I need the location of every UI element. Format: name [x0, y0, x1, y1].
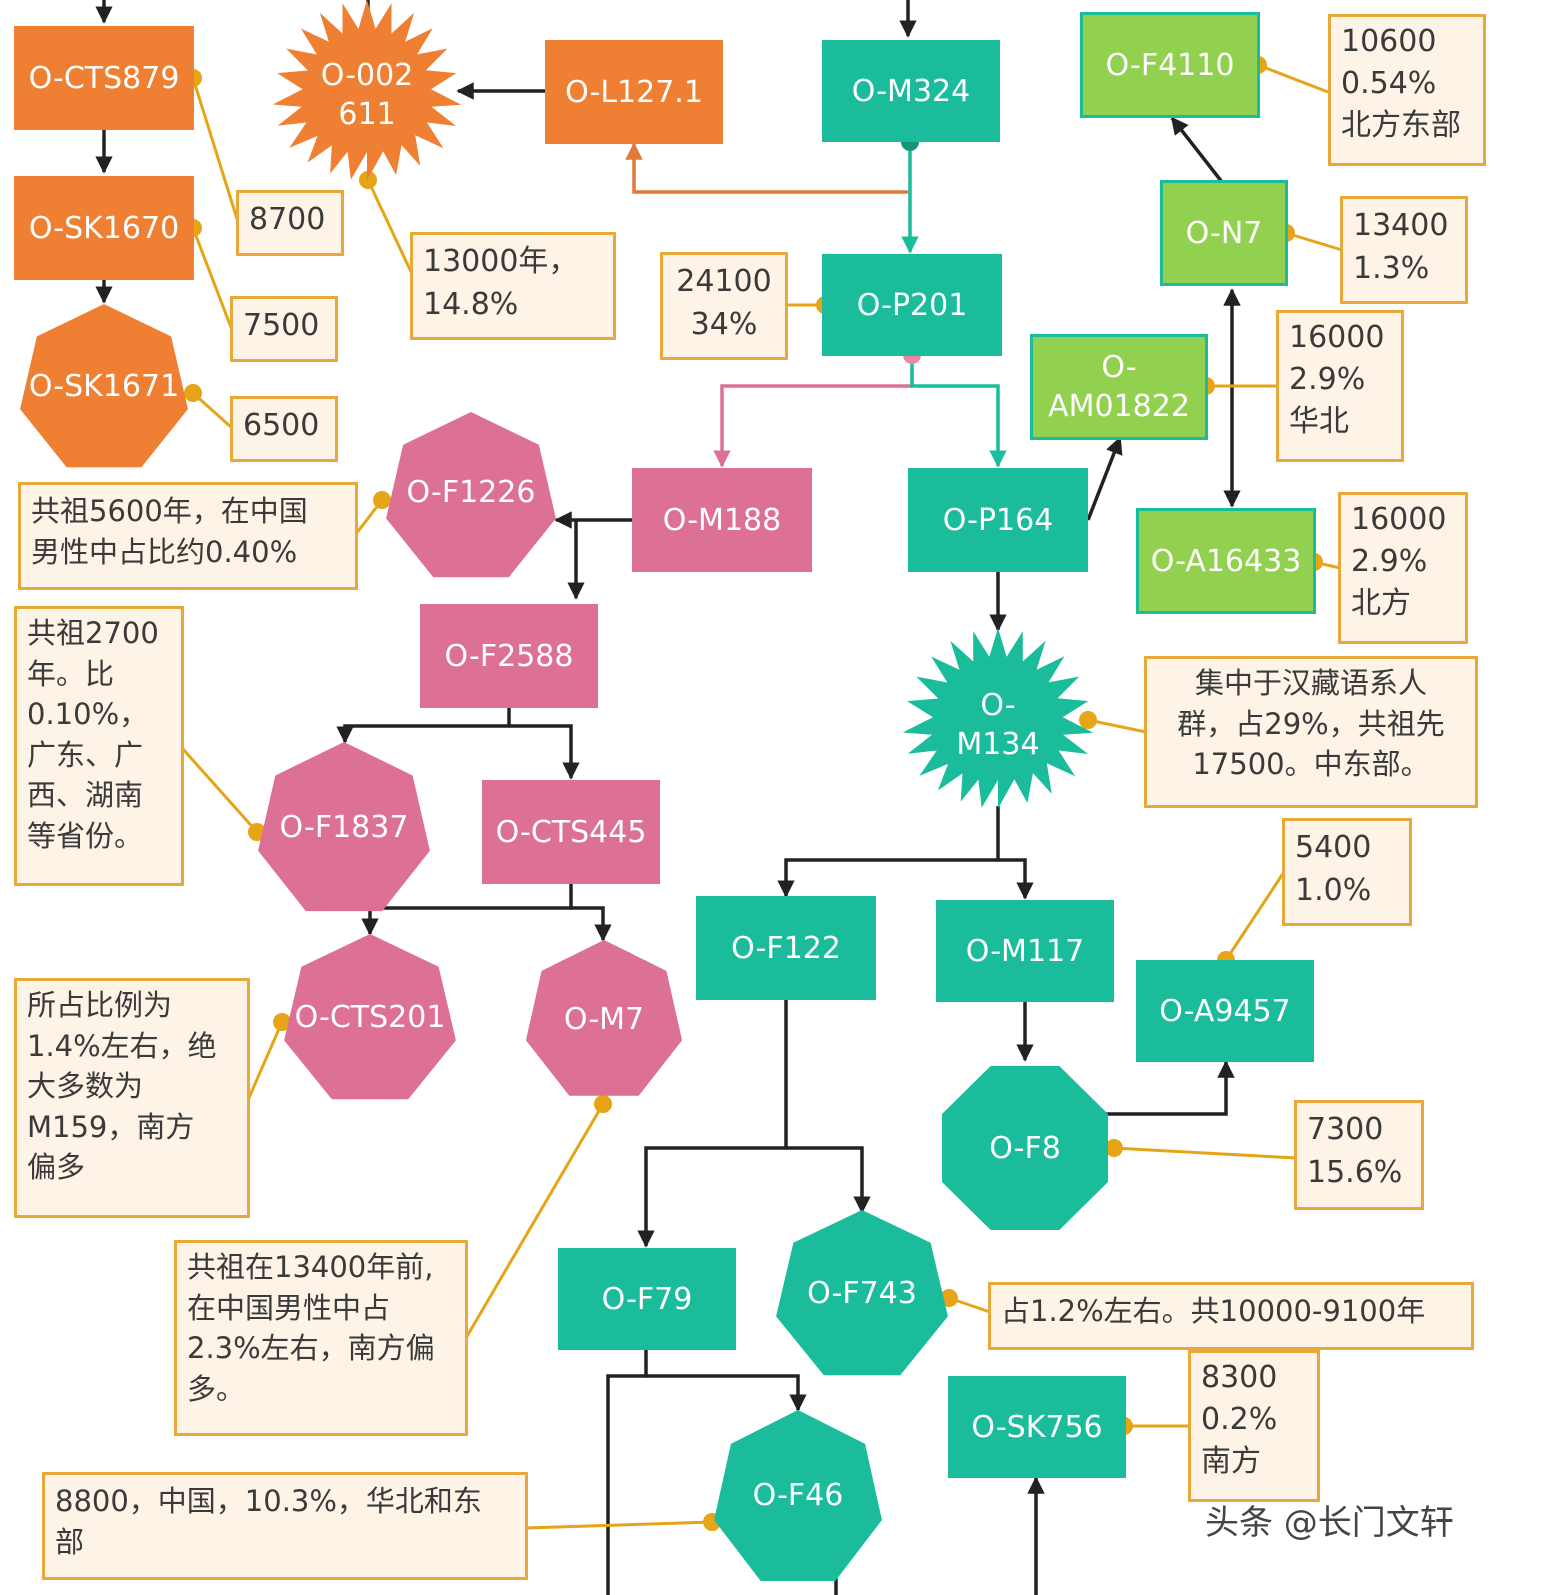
edge-f79-f46 — [646, 1374, 807, 1412]
edge-p201-m188 — [713, 384, 912, 468]
node-o-m7[interactable]: O-M7 — [525, 940, 683, 1096]
node-o-n7[interactable]: O-N7 — [1160, 180, 1288, 286]
node-o-f8[interactable]: O-F8 — [942, 1066, 1108, 1230]
callout-line-cts879 — [191, 77, 240, 223]
edge-p201-p164 — [910, 356, 1007, 468]
node-o-a9457[interactable]: O-A9457 — [1136, 960, 1314, 1062]
note-o-f4110: 10600 0.54% 北方东部 — [1328, 14, 1486, 166]
note-o-am01822: 16000 2.9% 华北 — [1276, 310, 1404, 462]
note-o-m134: 集中于汉藏语系人 群，占29%，共祖先 17500。中东部。 — [1144, 656, 1478, 808]
edge-f2588-cts445 — [509, 724, 580, 780]
callout-line-cts201 — [246, 1021, 284, 1101]
note-o-sk1670: 7500 — [230, 296, 338, 362]
node-o-p201[interactable]: O-P201 — [822, 254, 1002, 356]
callout-line-f46 — [525, 1520, 713, 1530]
edge-cts445-cts201 — [361, 882, 573, 936]
dot-f1226 — [373, 491, 391, 509]
node-o-cts445[interactable]: O-CTS445 — [482, 780, 660, 884]
edge-f8-a9457 — [1104, 1060, 1235, 1116]
edge-n7-f4110 — [1170, 116, 1224, 184]
node-o-sk1671[interactable]: O-SK1671 — [20, 304, 188, 468]
dot-cts201 — [273, 1013, 291, 1031]
tree-edges — [95, 0, 1241, 1595]
node-o-f46[interactable]: O-F46 — [714, 1410, 882, 1581]
note-o-a16433: 16000 2.9% 北方 — [1338, 492, 1468, 644]
node-o-sk756[interactable]: O-SK756 — [948, 1376, 1126, 1478]
callout-line-m7 — [464, 1103, 605, 1339]
note-o-f8: 7300 15.6% — [1294, 1100, 1424, 1210]
dot-m7 — [594, 1095, 612, 1113]
node-o-l1271[interactable]: O-L127.1 — [545, 40, 723, 144]
node-o-sk1670[interactable]: O-SK1670 — [14, 176, 194, 280]
note-o-f743: 占1.2%左右。共10000-9100年 — [988, 1282, 1474, 1350]
callout-line-f4110 — [1257, 63, 1329, 94]
note-o-a9457: 5400 1.0% — [1282, 818, 1412, 926]
edge-f79-down — [606, 1350, 648, 1595]
note-o-sk1671: 6500 — [230, 396, 338, 462]
dot-m134 — [1079, 711, 1097, 729]
watermark: 头条 @长门文轩 — [1205, 1503, 1454, 1543]
edge-f2588-f1837 — [336, 706, 511, 744]
callout-line-sk1670 — [191, 227, 234, 331]
note-o-cts201: 所占比例为 1.4%左右，绝 大多数为 M159，南方 偏多 — [14, 978, 250, 1218]
note-o-f1226: 共祖5600年，在中国 男性中占比约0.40% — [18, 482, 358, 590]
node-o-m117[interactable]: O-M117 — [936, 900, 1114, 1002]
edge-m134-f122 — [777, 806, 1000, 898]
edge-cts445-m7 — [571, 906, 612, 942]
node-o-f122[interactable]: O-F122 — [696, 896, 876, 1000]
node-o-f79[interactable]: O-F79 — [558, 1248, 736, 1350]
callout-line-n7 — [1285, 231, 1343, 252]
dot-002611 — [359, 171, 377, 189]
node-o-am01822[interactable]: O- AM01822 — [1030, 334, 1208, 440]
edge-f122-f743 — [786, 1146, 871, 1214]
note-o-m7: 共祖在13400年前, 在中国男性中占 2.3%左右，南方偏 多。 — [174, 1240, 468, 1436]
edge-p164-am01822 — [1086, 436, 1123, 521]
node-o-a16433[interactable]: O-A16433 — [1136, 508, 1316, 614]
node-o-cts879[interactable]: O-CTS879 — [14, 26, 194, 130]
node-o-cts201[interactable]: O-CTS201 — [284, 934, 456, 1100]
note-o-sk756: 8300 0.2% 南方 — [1188, 1350, 1320, 1502]
node-o-m324[interactable]: O-M324 — [822, 40, 1000, 142]
note-o-cts879: 8700 — [236, 190, 344, 256]
node-o-f1226[interactable]: O-F1226 — [386, 412, 556, 578]
node-o-f1837[interactable]: O-F1837 — [258, 742, 430, 912]
branch-edges — [625, 142, 1007, 468]
edge-f122-f79 — [637, 998, 788, 1248]
callout-lines — [180, 63, 1343, 1530]
dot-f8 — [1105, 1139, 1123, 1157]
note-o-p201: 24100 34% — [660, 252, 788, 360]
node-o-p164[interactable]: O-P164 — [908, 468, 1088, 572]
note-o-002611: 13000年， 14.8% — [410, 232, 616, 340]
edge-m134-m117 — [998, 858, 1034, 900]
note-o-n7: 13400 1.3% — [1340, 196, 1468, 304]
node-o-m188[interactable]: O-M188 — [632, 468, 812, 572]
node-o-f4110[interactable]: O-F4110 — [1080, 12, 1260, 118]
note-o-f1837: 共祖2700 年。比 0.10%， 广东、广 西、湖南 等省份。 — [14, 606, 184, 886]
node-o-f743[interactable]: O-F743 — [776, 1210, 948, 1376]
edge-m324-l1271 — [625, 142, 908, 194]
callout-line-f8 — [1113, 1146, 1297, 1160]
note-o-f46: 8800，中国，10.3%，华北和东 部 — [42, 1472, 528, 1580]
callout-line-m134 — [1087, 718, 1147, 734]
callout-line-f1837 — [180, 747, 259, 833]
callout-line-002611 — [366, 179, 414, 275]
dot-sk1671 — [184, 384, 202, 402]
node-o-f2588[interactable]: O-F2588 — [420, 604, 598, 708]
callout-line-a9457 — [1224, 871, 1286, 961]
